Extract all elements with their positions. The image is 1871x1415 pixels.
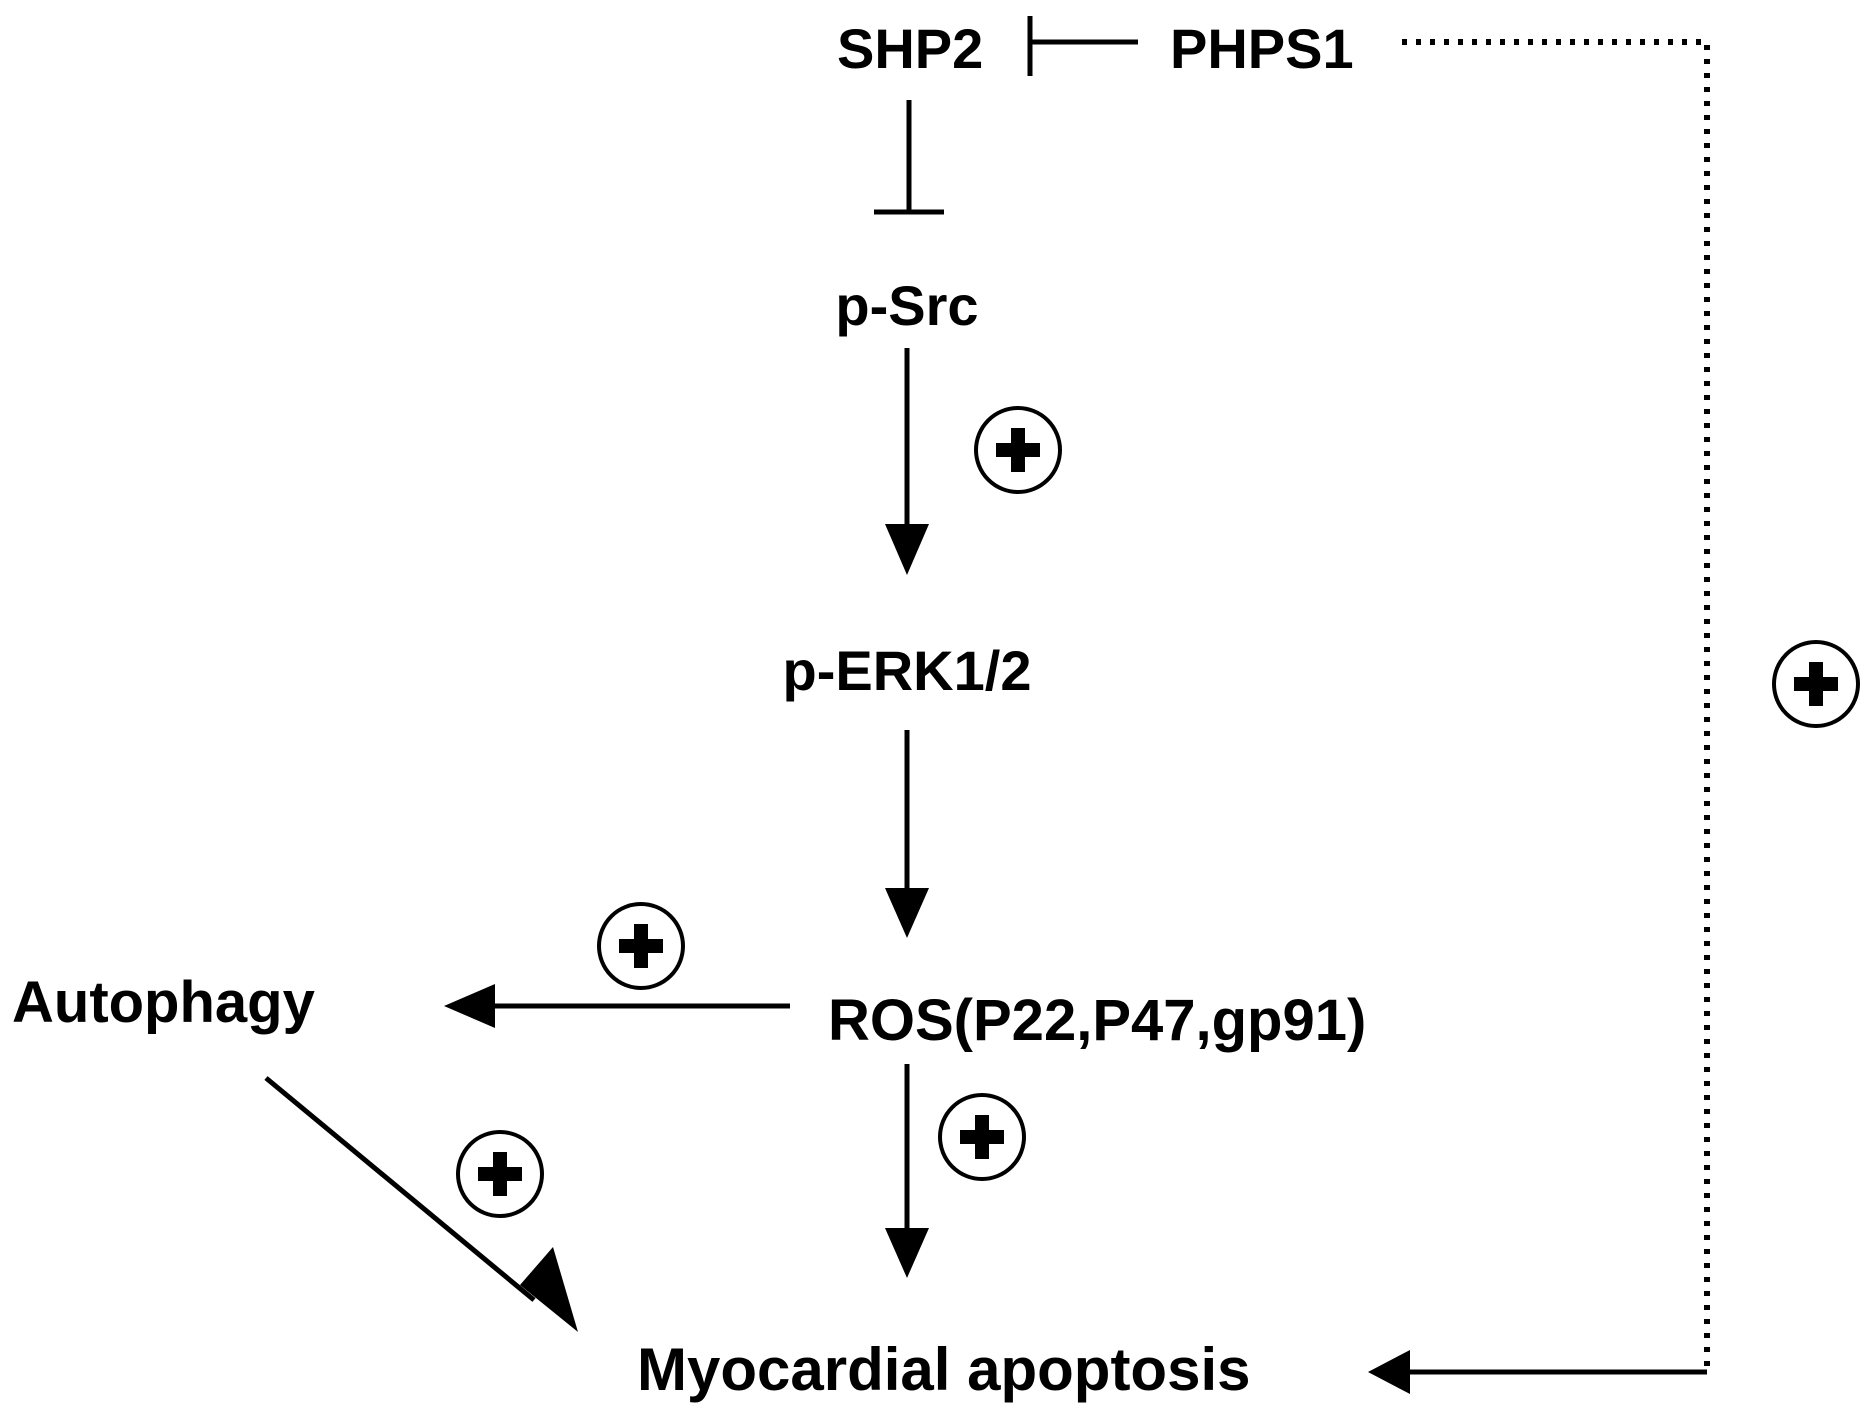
node-autophagy: Autophagy [12, 970, 315, 1035]
plus-sign-ros-apoptosis [938, 1093, 1026, 1181]
node-shp2: SHP2 [837, 17, 983, 80]
node-myocardial-apoptosis: Myocardial apoptosis [637, 1336, 1250, 1403]
arrowhead-autophagy [444, 984, 495, 1028]
plus-sign-phps1-apoptosis [1772, 640, 1860, 728]
arrowhead-ros [885, 888, 929, 938]
edge-phps1-to-apoptosis [1368, 39, 1710, 1394]
edge-ros-to-apoptosis [885, 1064, 929, 1278]
node-ros: ROS(P22,P47,gp91) [828, 988, 1366, 1053]
edge-perk-to-ros [885, 730, 929, 938]
arrowhead-apoptosis-from-ros [885, 1228, 929, 1278]
arrowhead-apoptosis-from-autophagy [520, 1247, 578, 1332]
node-perk: p-ERK1/2 [783, 639, 1032, 702]
arrowhead-apoptosis-from-phps1 [1368, 1350, 1410, 1394]
node-phps1: PHPS1 [1170, 17, 1354, 80]
edge-psrc-to-perk [885, 348, 929, 575]
edge-shp2-inhibits-psrc [874, 100, 944, 215]
plus-sign-ros-autophagy [597, 902, 685, 990]
arrowhead-perk [885, 524, 929, 575]
edge-phps1-inhibits-shp2 [1027, 16, 1138, 76]
node-psrc: p-Src [835, 274, 978, 337]
edge-autophagy-to-apoptosis [264, 1076, 578, 1332]
plus-sign-autophagy-apoptosis [456, 1130, 544, 1218]
plus-sign-psrc-perk [974, 406, 1062, 494]
edge-ros-to-autophagy [444, 984, 790, 1028]
